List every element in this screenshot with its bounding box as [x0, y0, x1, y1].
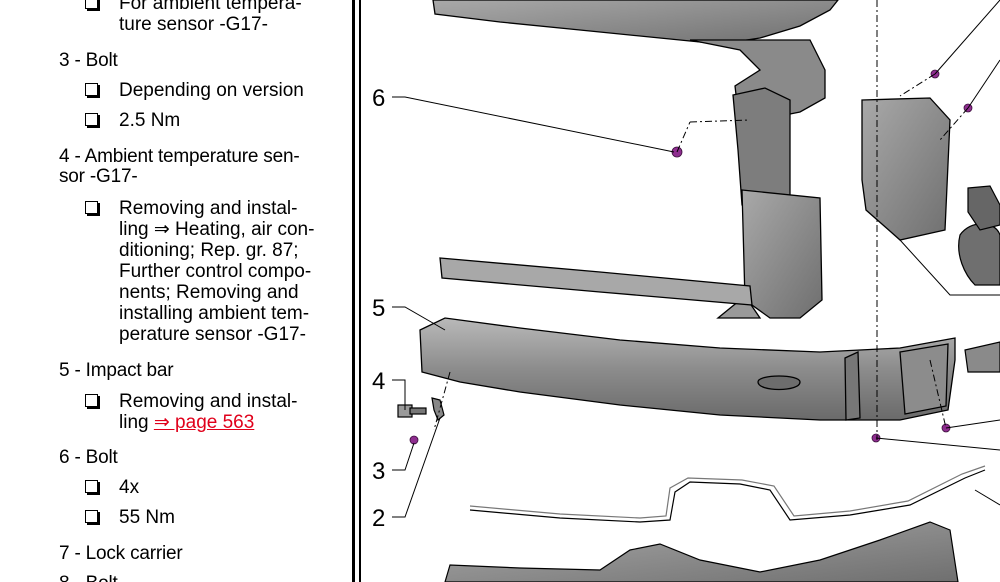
bullet-text: 55 Nm — [119, 507, 175, 528]
callout-6: 6 — [372, 85, 385, 112]
legend-item-title: 5 - Impact bar — [59, 360, 174, 381]
exploded-view-diagram: 6 5 4 3 2 — [372, 0, 1000, 582]
bullet-text: 4x — [119, 477, 140, 498]
ambient-temperature-sensor-part — [397, 397, 445, 421]
impact-bar-part — [419, 317, 956, 421]
checkbox-bullet-icon — [85, 113, 98, 126]
legend-item-title: 7 - Lock carrier — [59, 543, 183, 564]
legend-item-title: 8 - Bolt — [59, 574, 118, 582]
assembly-axis-lines — [433, 0, 969, 440]
wiring-harness-part — [469, 465, 986, 523]
legend-column: For ambient tempera- ture sensor -G17- 3… — [0, 0, 352, 582]
checkbox-bullet-icon — [85, 201, 98, 214]
checkbox-bullet-icon — [85, 394, 98, 407]
checkbox-bullet-icon — [85, 480, 98, 493]
legend-item-title: 3 - Bolt — [59, 50, 118, 71]
callout-3: 3 — [372, 458, 385, 485]
bullet-text: For ambient tempera- ture sensor -G17- — [119, 0, 302, 35]
lock-carrier-part — [432, 0, 951, 319]
bullet-text: Removing and instal- ling ⇒ Heating, air… — [119, 198, 315, 345]
column-divider-inner — [359, 0, 361, 582]
bullet-text-body: Removing and instal- ling — [119, 391, 298, 433]
page-563-link[interactable]: ⇒ page 563 — [153, 412, 255, 433]
callout-4: 4 — [372, 368, 385, 395]
bullet-text: 2.5 Nm — [119, 110, 181, 131]
legend-item-title: 4 - Ambient temperature sen- sor -G17- — [59, 146, 300, 187]
callout-leader-lines — [392, 0, 1000, 518]
checkbox-bullet-icon — [85, 510, 98, 523]
bumper-bracket-part — [444, 521, 959, 582]
bullet-text: Depending on version — [119, 80, 304, 101]
horn-part — [958, 185, 1000, 373]
checkbox-bullet-icon — [85, 0, 98, 9]
bolt-icon — [409, 435, 419, 445]
bullet-text: Removing and instal- ling ⇒ page 563 — [119, 391, 297, 433]
column-divider — [352, 0, 355, 582]
legend-item-title: 6 - Bolt — [59, 447, 118, 468]
callout-2: 2 — [372, 505, 385, 532]
callout-5: 5 — [372, 295, 385, 322]
checkbox-bullet-icon — [85, 83, 98, 96]
